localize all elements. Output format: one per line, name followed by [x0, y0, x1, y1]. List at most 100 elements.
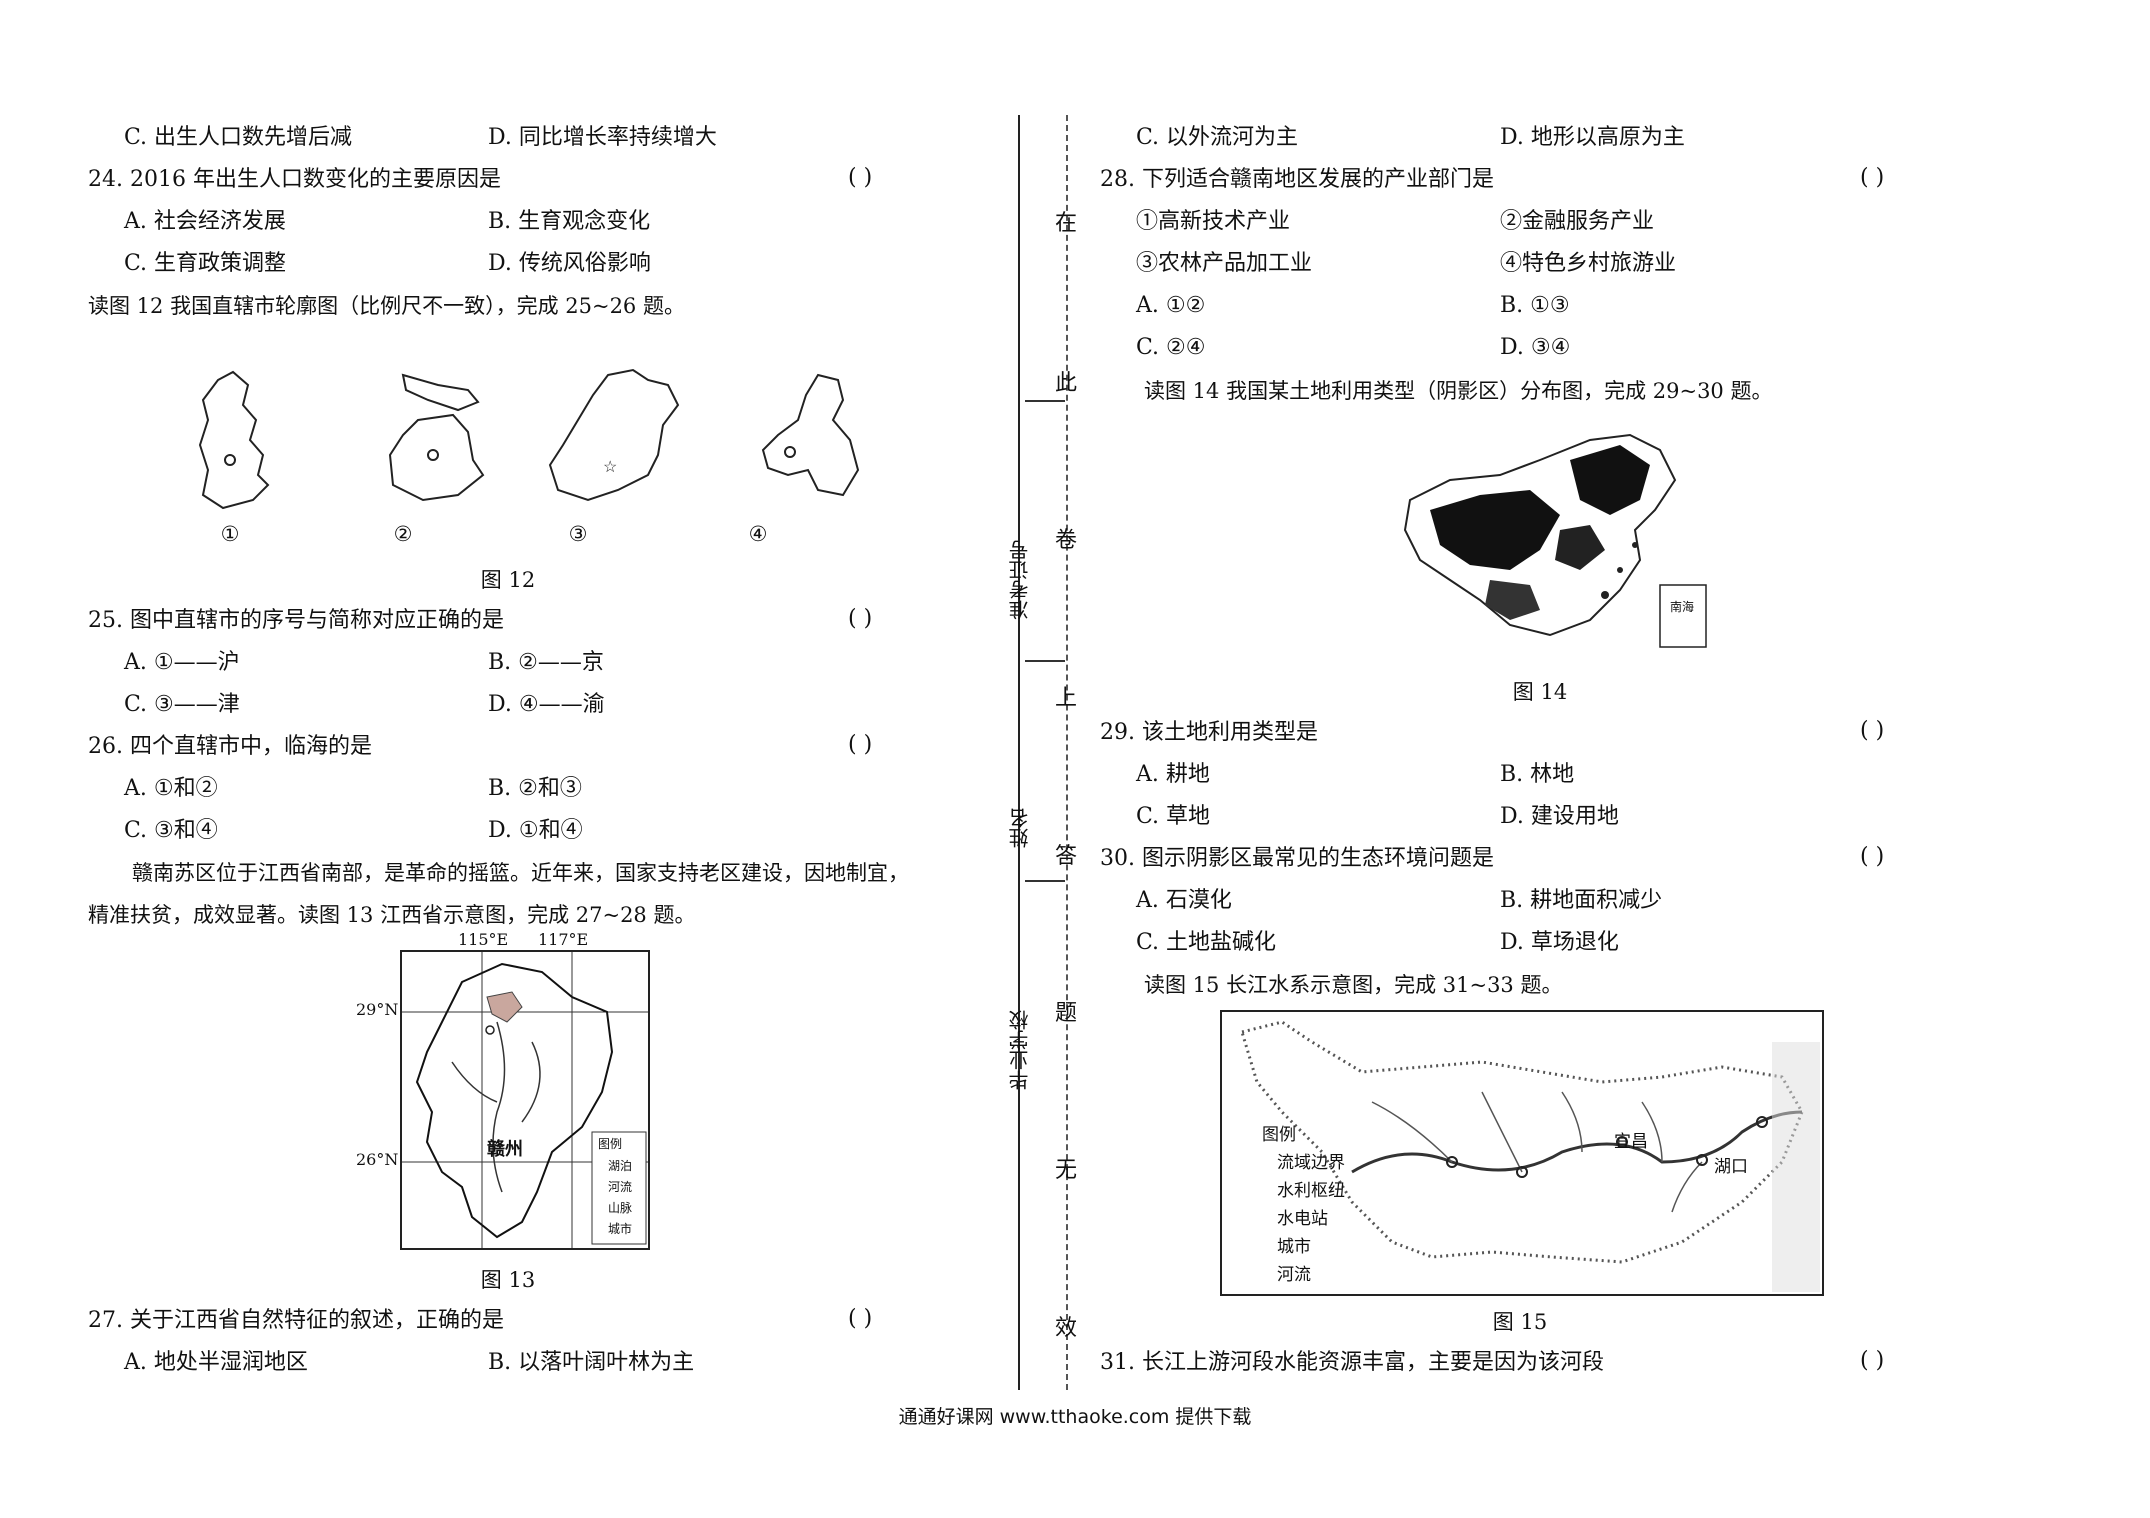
fig15-legend-station: 水电站: [1277, 1209, 1328, 1229]
q26-option-b: B. ②和③: [488, 776, 582, 801]
q28-option-a: A. ①②: [1136, 293, 1206, 318]
q28-item-3: ③农林产品加工业: [1136, 251, 1313, 276]
label-school: 毕业学校: [1008, 1010, 1032, 1090]
q25-stem: 25. 图中直辖市的序号与简称对应正确的是: [88, 608, 504, 633]
answer-paren: ( ): [848, 165, 873, 190]
q25-option-c: C. ③——津: [124, 692, 240, 717]
q24-option-d: D. 传统风俗影响: [488, 251, 651, 276]
q29-option-d: D. 建设用地: [1500, 804, 1619, 829]
answer-paren: ( ): [848, 732, 873, 757]
q26-option-a: A. ①和②: [124, 776, 218, 801]
fig13-lat-29: 29°N: [356, 1000, 399, 1019]
binding-char-5: 答: [1055, 844, 1078, 869]
footer-credit: 通通好课网 www.tthaoke.com 提供下载: [898, 1406, 1252, 1428]
fig14-caption: 图 14: [1512, 680, 1568, 704]
answer-paren: ( ): [1860, 1348, 1885, 1373]
q29-option-c: C. 草地: [1136, 804, 1211, 829]
answer-paren: ( ): [1860, 165, 1885, 190]
binding-tick: [1025, 880, 1065, 882]
fig14-map: [1403, 433, 1707, 648]
fig12-label-1: ①: [220, 522, 240, 546]
answer-paren: ( ): [1860, 718, 1885, 743]
fig15-legend-river: 河流: [1277, 1265, 1311, 1285]
q24-option-a: A. 社会经济发展: [124, 209, 286, 234]
binding-char-1: 在: [1055, 211, 1078, 236]
fig13-map: 赣州 图例 湖泊 河流 山脉 城市: [400, 950, 650, 1250]
label-name: 姓名: [1008, 808, 1032, 848]
q24-option-c: C. 生育政策调整: [124, 251, 287, 276]
fig12-label-4: ④: [748, 522, 768, 546]
q25-option-a: A. ①——沪: [124, 650, 240, 675]
fig13-lat-26: 26°N: [356, 1150, 399, 1169]
q29-stem: 29. 该土地利用类型是: [1100, 720, 1318, 745]
q28-stem: 28. 下列适合赣南地区发展的产业部门是: [1100, 167, 1494, 192]
binding-tick: [1025, 660, 1065, 662]
answer-paren: ( ): [1860, 844, 1885, 869]
q26-option-d: D. ①和④: [488, 818, 583, 843]
answer-paren: ( ): [848, 1306, 873, 1331]
q26-stem: 26. 四个直辖市中，临海的是: [88, 734, 372, 759]
fig15-legend-dam: 水利枢纽: [1277, 1181, 1345, 1201]
binding-char-4: 上: [1055, 686, 1078, 711]
intro-fig15: 读图 15 长江水系示意图，完成 31~33 题。: [1144, 973, 1563, 997]
fig13-caption: 图 13: [480, 1268, 536, 1292]
q24-stem: 24. 2016 年出生人口数变化的主要原因是: [88, 167, 501, 192]
binding-line-dashed: [1066, 115, 1068, 1390]
q30-option-a: A. 石漠化: [1136, 888, 1232, 913]
binding-tick: [1025, 400, 1065, 402]
binding-char-8: 效: [1055, 1316, 1078, 1341]
fig12-label-2: ②: [393, 522, 413, 546]
q27-option-b: B. 以落叶阔叶林为主: [488, 1350, 695, 1375]
intro-fig12: 读图 12 我国直辖市轮廓图（比例尺不一致），完成 25~26 题。: [88, 294, 685, 318]
q29-option-b: B. 林地: [1500, 762, 1575, 787]
q28-option-d: D. ③④: [1500, 335, 1571, 360]
fig13-city-label: 赣州: [487, 1139, 523, 1160]
fig14-inset-label: 南海: [1670, 600, 1695, 614]
q26-option-c: C. ③和④: [124, 818, 218, 843]
q27-option-d: D. 地形以高原为主: [1500, 125, 1685, 150]
fig12-outlines: ☆: [198, 368, 860, 510]
fig15-city-hukou: 湖口: [1714, 1157, 1748, 1177]
fig12-caption: 图 12: [480, 568, 536, 592]
q23-option-c: C. 出生人口数先增后减: [124, 125, 353, 150]
fig13-legend-title: 图例: [598, 1137, 623, 1151]
q28-option-c: C. ②④: [1136, 335, 1206, 360]
q30-option-d: D. 草场退化: [1500, 930, 1619, 955]
fig13-legend-mountain: 山脉: [608, 1201, 633, 1215]
intro-fig14: 读图 14 我国某土地利用类型（阴影区）分布图，完成 29~30 题。: [1144, 379, 1773, 403]
fig13-legend-city: 城市: [608, 1222, 633, 1236]
q28-option-b: B. ①③: [1500, 293, 1570, 318]
q28-item-4: ④特色乡村旅游业: [1500, 251, 1677, 276]
q31-stem: 31. 长江上游河段水能资源丰富，主要是因为该河段: [1100, 1350, 1604, 1375]
q27-option-a: A. 地处半湿润地区: [124, 1350, 308, 1375]
q30-option-b: B. 耕地面积减少: [1500, 888, 1663, 913]
fig13-legend-lake: 湖泊: [608, 1159, 633, 1173]
binding-line-solid: [1018, 115, 1020, 1390]
q24-option-b: B. 生育观念变化: [488, 209, 651, 234]
fig15-legend-city: 城市: [1277, 1237, 1311, 1257]
q28-item-2: ②金融服务产业: [1500, 209, 1655, 234]
intro-paragraph-2: 精准扶贫，成效显著。读图 13 江西省示意图，完成 27~28 题。: [88, 903, 696, 927]
fig13-lon-115: 115°E: [458, 930, 509, 949]
q23-option-d: D. 同比增长率持续增大: [488, 125, 717, 150]
binding-char-7: 无: [1055, 1158, 1078, 1183]
fig13-legend-river: 河流: [608, 1180, 633, 1194]
fig15-caption: 图 15: [1492, 1310, 1548, 1334]
q27-option-c: C. 以外流河为主: [1136, 125, 1299, 150]
q25-option-b: B. ②——京: [488, 650, 604, 675]
q25-option-d: D. ④——渝: [488, 692, 605, 717]
answer-paren: ( ): [848, 606, 873, 631]
intro-paragraph-1: 赣南苏区位于江西省南部，是革命的摇篮。近年来，国家支持老区建设，因地制宜，: [132, 861, 909, 885]
fig15-legend-title: 图例: [1262, 1125, 1296, 1145]
q27-stem: 27. 关于江西省自然特征的叙述，正确的是: [88, 1308, 504, 1333]
fig15-city-yichang: 宜昌: [1614, 1132, 1648, 1152]
binding-char-6: 题: [1055, 1001, 1078, 1026]
fig15-legend-boundary: 流域边界: [1277, 1153, 1345, 1173]
binding-char-2: 此: [1055, 371, 1078, 396]
fig15-map: 图例 流域边界 水利枢纽 水电站 城市 河流 宜昌 湖口: [1220, 1010, 1824, 1296]
fig13-lon-117: 117°E: [538, 930, 589, 949]
q28-item-1: ①高新技术产业: [1136, 209, 1291, 234]
svg-text:☆: ☆: [603, 457, 617, 476]
q29-option-a: A. 耕地: [1136, 762, 1210, 787]
fig12-label-3: ③: [568, 522, 588, 546]
